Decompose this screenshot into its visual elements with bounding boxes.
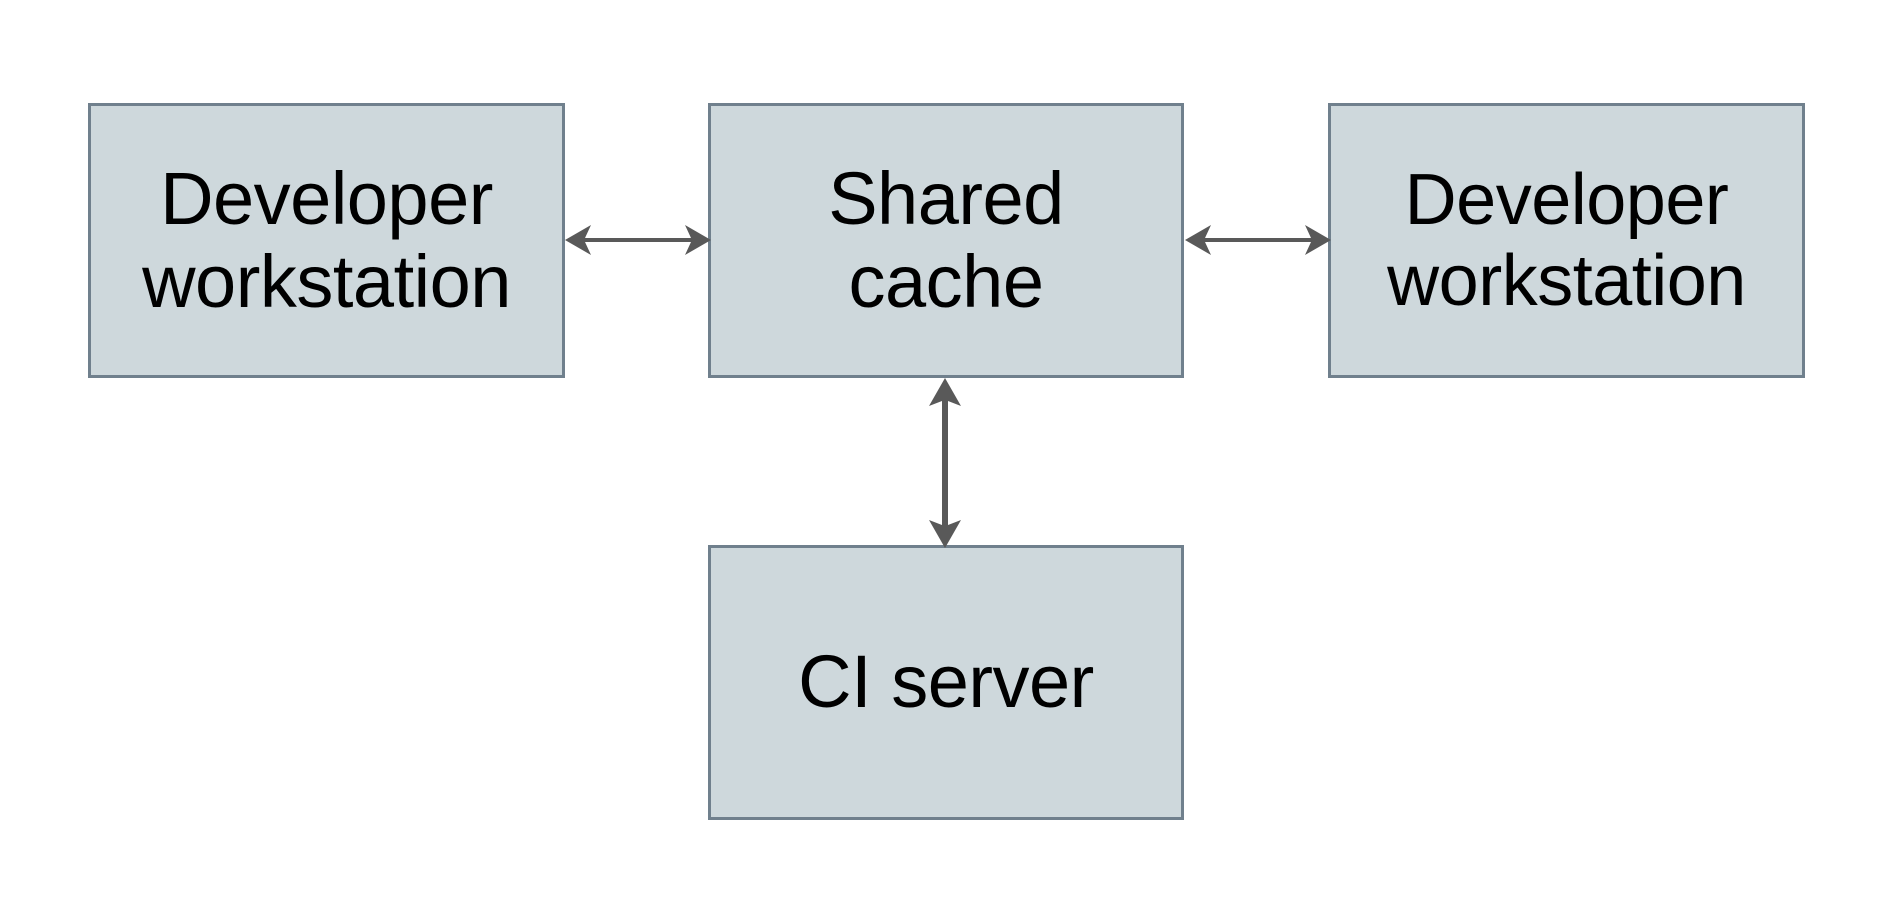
double-headed-arrow-icon [565, 225, 711, 255]
node-shared-cache[interactable]: Shared cache [708, 103, 1184, 378]
node-label: Developer workstation [142, 156, 511, 323]
node-label: CI server [798, 640, 1094, 724]
node-ci-server[interactable]: CI server [708, 545, 1184, 820]
node-label: Developer workstation [1387, 159, 1746, 321]
double-headed-arrow-icon [1185, 225, 1331, 255]
double-headed-arrow-icon [929, 378, 961, 548]
connector-shared-cache-to-ci-server[interactable] [905, 372, 985, 554]
node-label: Shared cache [828, 156, 1064, 323]
node-developer-workstation-left[interactable]: Developer workstation [88, 103, 565, 378]
connector-shared-cache-to-developer-workstation-right[interactable] [1178, 200, 1338, 280]
connector-developer-workstation-left-to-shared-cache[interactable] [558, 200, 718, 280]
node-developer-workstation-right[interactable]: Developer workstation [1328, 103, 1805, 378]
